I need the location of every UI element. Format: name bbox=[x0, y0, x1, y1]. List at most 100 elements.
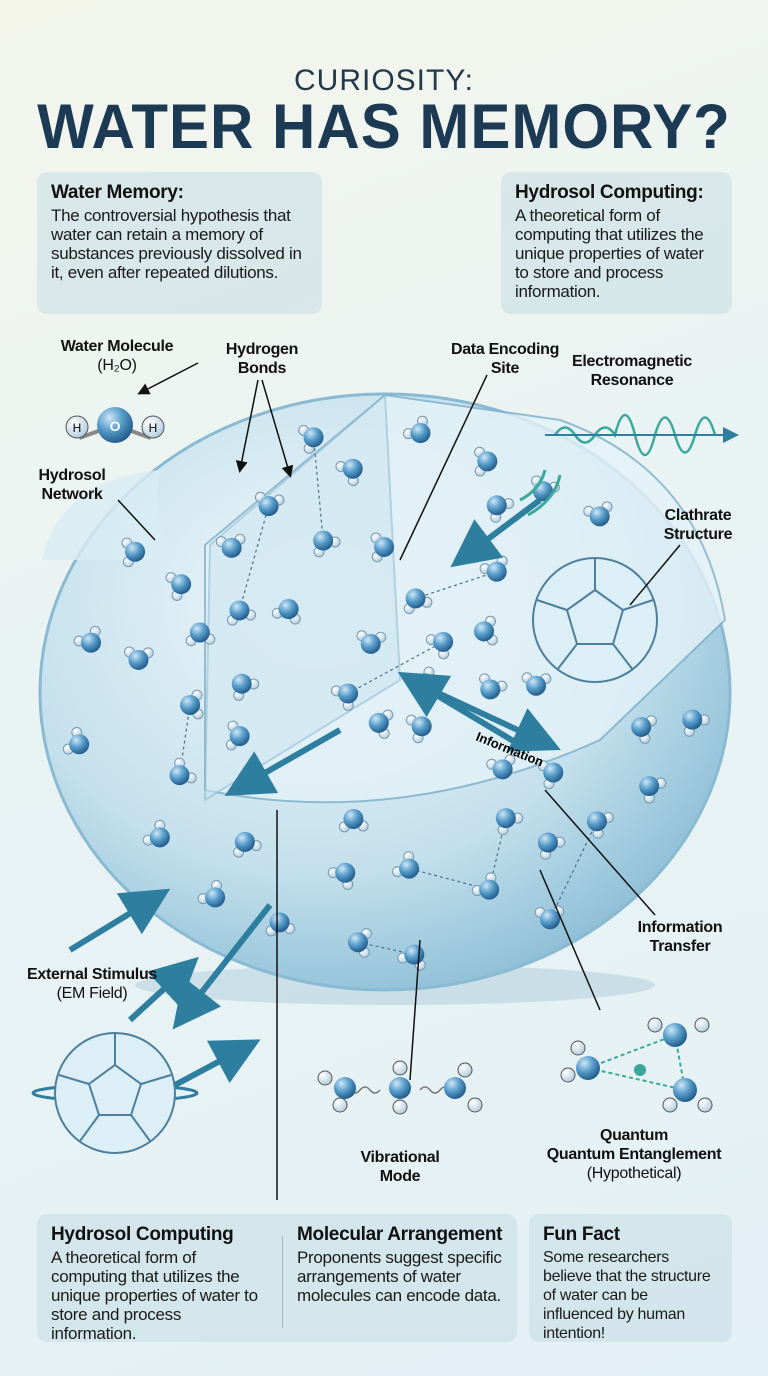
water-molecule bbox=[537, 832, 566, 860]
water-molecule bbox=[271, 599, 301, 625]
arrow-stimulus-3 bbox=[173, 1039, 261, 1088]
molecule-network bbox=[62, 415, 710, 971]
water-molecule bbox=[142, 819, 170, 848]
card-body: A theoretical form of computing that uti… bbox=[515, 206, 704, 301]
water-molecule bbox=[631, 715, 657, 744]
hydrogen-bond-line bbox=[415, 571, 497, 599]
card-hydrosol-computing-top: Hydrosol Computing: A theoretical form o… bbox=[501, 172, 732, 314]
water-molecule bbox=[402, 415, 431, 444]
water-molecule bbox=[265, 912, 296, 937]
card-divider bbox=[282, 1236, 283, 1328]
water-molecule bbox=[486, 495, 515, 523]
water-molecule bbox=[356, 630, 387, 654]
atom-o: O bbox=[110, 418, 121, 434]
label-hydrogen-bonds: Hydrogen Bonds bbox=[225, 341, 299, 377]
water-molecule bbox=[215, 533, 246, 558]
water-molecule bbox=[474, 615, 498, 646]
water-molecule bbox=[313, 530, 341, 558]
water-molecule bbox=[338, 808, 369, 833]
leader-data-encoding bbox=[399, 374, 488, 561]
water-molecule bbox=[479, 673, 508, 700]
card-body: Some researchers believe that the struct… bbox=[543, 1249, 711, 1342]
card-bottom-group bbox=[37, 1214, 517, 1342]
card-title: Hydrosol Computing: bbox=[515, 182, 704, 203]
clathrate-cage-external bbox=[31, 1032, 199, 1154]
card-body: Proponents suggest specific arrangements… bbox=[297, 1248, 502, 1305]
card-body: The controversial hypothesis that water … bbox=[51, 206, 302, 282]
water-molecule bbox=[254, 491, 285, 517]
label-hydrosol-network: Hydrosol Network bbox=[38, 467, 106, 503]
water-molecule bbox=[639, 776, 667, 804]
kicker-text: CURIOSITY: bbox=[293, 64, 475, 97]
water-molecule bbox=[405, 714, 432, 744]
water-molecule bbox=[298, 424, 324, 454]
water-molecule bbox=[583, 501, 613, 527]
water-molecule bbox=[403, 588, 433, 615]
em-signal-arcs bbox=[519, 469, 562, 517]
hydrogen-bond-line bbox=[347, 641, 444, 694]
quantum-entanglement-diagram bbox=[560, 1017, 713, 1113]
atom-h: H bbox=[149, 421, 158, 435]
leader-clathrate bbox=[629, 544, 681, 606]
card-molecular-arrangement: Molecular Arrangement Proponents suggest… bbox=[283, 1214, 517, 1342]
water-molecule bbox=[471, 872, 500, 900]
leader-vibrational bbox=[409, 939, 421, 1081]
water-surface bbox=[42, 470, 180, 560]
label-data-encoding-site: Data Encoding Site bbox=[450, 341, 560, 377]
vibrational-mode-diagram bbox=[317, 1060, 483, 1115]
hydrogen-bond-line bbox=[238, 505, 270, 611]
label-water-molecule: Water Molecule(H₂O) bbox=[60, 338, 174, 374]
water-molecule bbox=[682, 709, 710, 737]
water-molecule bbox=[370, 532, 395, 563]
page-title: WATER HAS MEMORY? bbox=[37, 91, 731, 162]
water-molecule bbox=[185, 622, 216, 647]
water-molecule bbox=[231, 673, 260, 701]
card-hydrosol-computing-bottom: Hydrosol Computing A theoretical form of… bbox=[37, 1214, 282, 1343]
card-water-memory: Water Memory: The controversial hypothes… bbox=[37, 172, 322, 314]
water-molecule bbox=[392, 851, 420, 879]
water-molecule bbox=[330, 683, 359, 711]
water-molecule bbox=[347, 928, 372, 958]
water-molecule bbox=[233, 831, 262, 858]
leader-hbond-1 bbox=[235, 379, 259, 473]
leader-info-transfer bbox=[544, 789, 656, 916]
card-title: Fun Fact bbox=[543, 1224, 620, 1245]
arrow-stimulus-2 bbox=[127, 956, 199, 1023]
water-molecule bbox=[73, 625, 101, 653]
water-molecule bbox=[495, 808, 524, 836]
water-molecule bbox=[586, 811, 614, 839]
card-title: Hydrosol Computing bbox=[51, 1224, 234, 1245]
leader-hbond-2 bbox=[261, 379, 294, 478]
water-molecule bbox=[335, 458, 363, 487]
leader-hydrosol-network bbox=[117, 499, 156, 541]
card-body: A theoretical form of computing that uti… bbox=[51, 1248, 258, 1343]
water-molecule bbox=[197, 880, 226, 908]
label-external-stimulus: External Stimulus(EM Field) bbox=[26, 966, 158, 1002]
water-molecule bbox=[62, 726, 90, 755]
water-molecule bbox=[123, 646, 154, 670]
label-em-resonance: Electromagnetic Resonance bbox=[572, 353, 692, 389]
leader-water-molecule bbox=[137, 362, 199, 395]
water-molecule bbox=[474, 446, 498, 477]
arrow-stimulus-out bbox=[172, 903, 273, 1030]
label-information-transfer: Information Transfer bbox=[637, 919, 723, 955]
leader-quantum bbox=[539, 869, 601, 1011]
arrow-stimulus-1 bbox=[68, 888, 171, 953]
water-molecule bbox=[169, 757, 197, 786]
water-molecule bbox=[425, 631, 454, 660]
water-molecule bbox=[225, 720, 250, 751]
water-molecule bbox=[121, 537, 146, 568]
water-molecule bbox=[537, 760, 564, 790]
clathrate-cage bbox=[532, 557, 658, 683]
arrow-info-left bbox=[397, 671, 522, 748]
water-molecule-icon: O H H bbox=[65, 407, 165, 443]
card-title: Molecular Arrangement bbox=[297, 1224, 503, 1245]
atom-h: H bbox=[73, 421, 82, 435]
hydrogen-bond-line bbox=[312, 437, 324, 541]
label-vibrational-mode: Vibrational Mode bbox=[360, 1149, 440, 1185]
arrow-em-in bbox=[450, 497, 542, 568]
water-molecule bbox=[165, 572, 192, 601]
water-molecule bbox=[534, 905, 565, 930]
